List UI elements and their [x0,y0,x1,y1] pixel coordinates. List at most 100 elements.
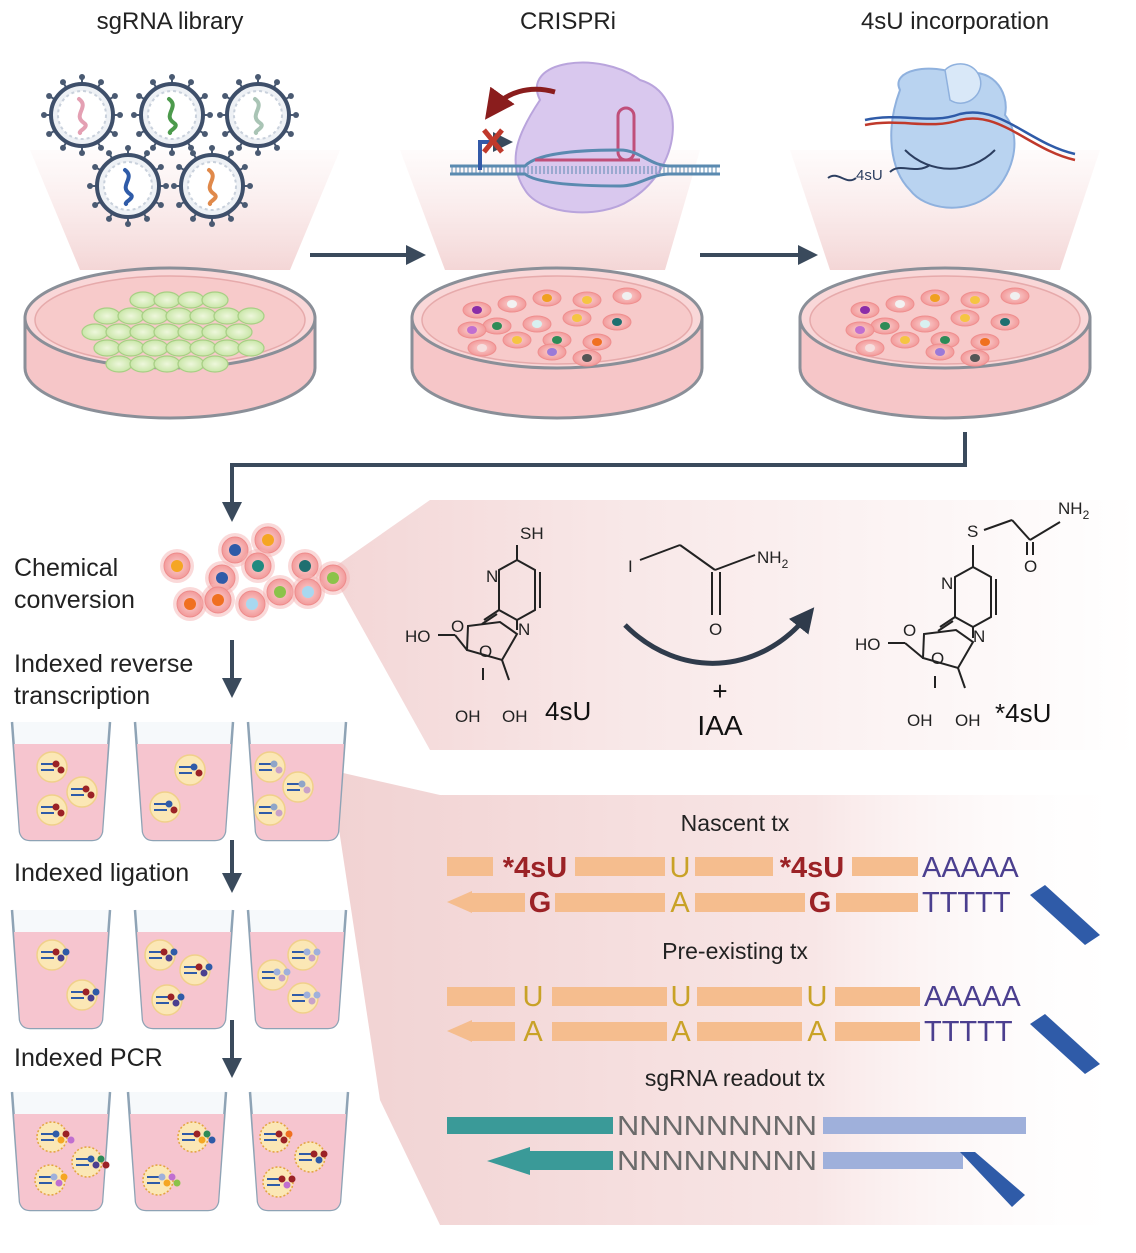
cell [129,323,157,341]
reaction-arrow [623,607,815,666]
well [126,1091,228,1212]
atom-nh2-b: NH2 [1058,499,1090,522]
virus-particles [41,74,299,227]
atom-sh: SH [520,524,544,543]
chemical-conversion-line1: Chemical [14,554,119,582]
well [10,1091,112,1212]
pre-bottom-3: A [807,1016,827,1048]
cell [213,307,241,325]
cell [177,355,205,373]
crispri-illustration [450,61,720,214]
atom-o1: O [451,617,464,636]
cell [201,291,229,309]
cell [225,323,253,341]
pre-bottom-2: A [671,1016,691,1048]
product-name: *4sU [995,698,1051,728]
well [246,909,348,1030]
atom-ho-2: HO [855,635,881,654]
cell [201,355,229,373]
red-arrow-icon [484,86,556,120]
nascent-bottom-2: A [670,887,690,919]
cell [105,323,133,341]
pre-bottom-1: A [523,1016,543,1048]
atom-o2: O [479,642,492,661]
well [10,909,112,1030]
well [10,721,112,842]
pre-top-3: U [807,981,828,1013]
cell [141,339,169,357]
elbow-arrow [222,432,967,522]
atom-n4: N [973,627,985,646]
step-indexed-rt: Indexed reverse transcription [14,648,193,712]
cell [189,339,217,357]
virus-particle [217,74,299,156]
indexed-rt-line1: Indexed reverse [14,650,194,678]
well-plates [10,721,350,1212]
cell [153,291,181,309]
reagent-iaa: IAA [697,710,742,741]
polymerase-illustration: 4sU [827,63,1076,209]
cell [117,307,145,325]
virus-particle [171,145,253,227]
polymerase-4su-label: 4sU [856,167,883,184]
reactant-name: 4sU [545,696,591,726]
step-indexed-pcr: Indexed PCR [14,1044,163,1072]
nascent-bottom-3: G [809,887,832,919]
nascent-bottom-1: G [529,887,552,919]
chemical-conversion-line2: conversion [14,586,135,614]
cell [189,307,217,325]
atom-n3: N [941,574,953,593]
nascent-top-3: *4sU [780,852,845,884]
well [133,909,235,1030]
well [246,721,348,842]
petri-dish [410,266,704,420]
step-indexed-ligation: Indexed ligation [14,859,190,887]
plus-sign: + [712,676,727,706]
cell [81,323,109,341]
pre-top-2: U [671,981,692,1013]
cell [237,339,265,357]
cell [165,339,193,357]
cell [153,323,181,341]
nascent-tx-title: Nascent tx [680,810,790,836]
sgrna-barcode-top: NNNNNNNNN [617,1110,817,1141]
dna-duplex [450,148,720,188]
atom-nh2-a: NH2 [757,548,789,571]
cell [141,307,169,325]
virus-particle [41,74,123,156]
nascent-top-2: U [670,852,691,884]
atom-o4: O [1024,557,1037,576]
atom-n2: N [518,620,530,639]
cell [153,355,181,373]
indexed-rt-line2: transcription [14,682,151,710]
atom-o6: O [931,649,944,668]
atom-n1: N [486,567,498,586]
atom-oh1: OH [455,707,481,726]
step-chemical-conversion: Chemical conversion [14,552,135,616]
transcript-strands [447,857,1100,1207]
sgrna-barcode-bottom: NNNNNNNNN [617,1145,817,1176]
adapter-nascent [1030,885,1100,945]
pre-top-1: U [523,981,544,1013]
step-title-incorporation: 4sU incorporation [860,8,1050,35]
atom-s: S [967,522,978,541]
atom-o3: O [709,620,722,639]
4su-structure [438,545,541,681]
well [248,1091,350,1212]
nascent-polyt: TTTTT [922,887,1011,919]
cell [201,323,229,341]
atom-oh4: OH [955,711,981,730]
pre-polya: AAAAA [924,981,1021,1013]
virus-particle [87,145,169,227]
atom-o5: O [903,621,916,640]
cell [129,291,157,309]
preexisting-letters: U U U A A A [523,981,828,1048]
modified-4su-structure [888,519,1061,689]
nascent-top-1: *4sU [503,852,568,884]
cell [213,339,241,357]
atom-oh3: OH [907,711,933,730]
cell [177,291,205,309]
petri-dishes [23,266,1092,420]
adapter-preexisting [1030,1014,1100,1074]
